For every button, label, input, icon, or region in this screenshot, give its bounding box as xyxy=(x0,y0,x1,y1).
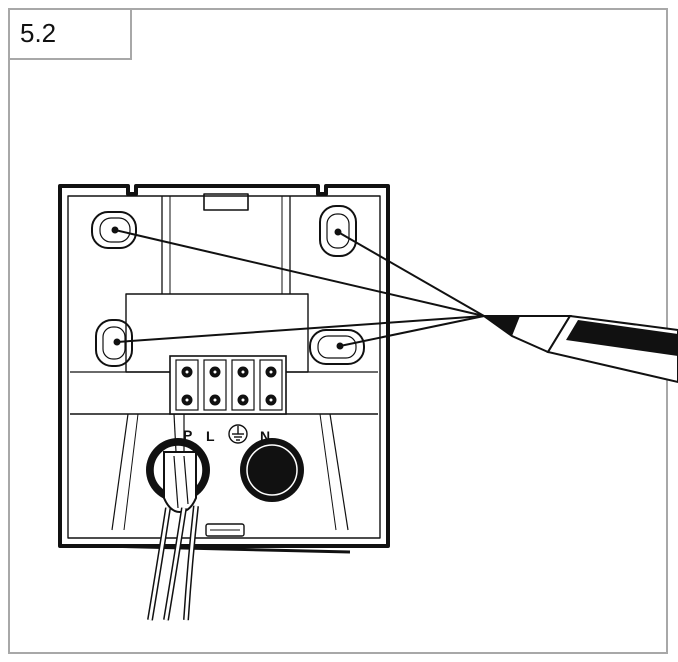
mounting-hole-bottom-right xyxy=(309,329,365,365)
pointer-lines xyxy=(114,229,485,347)
terminal-label-l: L xyxy=(206,428,215,444)
power-cable xyxy=(147,451,199,621)
terminal-wires xyxy=(173,413,185,453)
step-number-box xyxy=(8,8,132,60)
terminal-block xyxy=(169,355,287,415)
terminal-label-n: N xyxy=(260,428,270,444)
step-number: 5.2 xyxy=(20,18,57,48)
screwdriver-icon xyxy=(480,314,678,384)
mounting-hole-top-left xyxy=(91,211,137,249)
ground-symbol-icon xyxy=(228,424,248,444)
cable-gland-right xyxy=(240,438,304,502)
terminal-label-partial: P xyxy=(183,427,192,443)
